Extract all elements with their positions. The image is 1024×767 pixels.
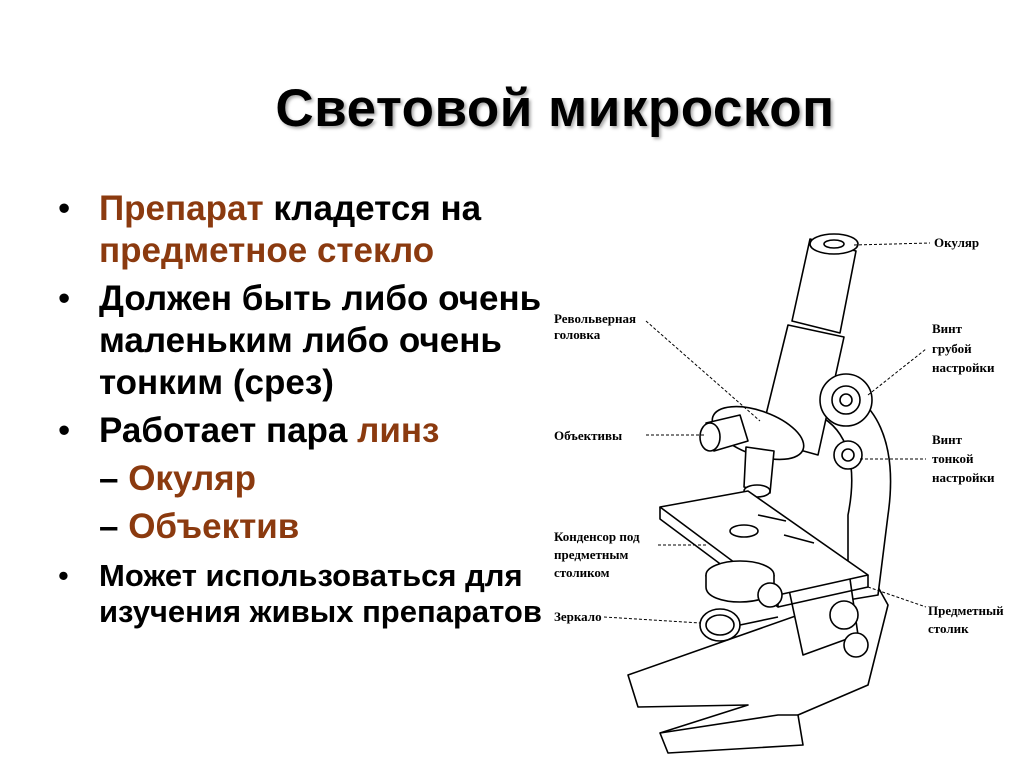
- label-fine-focus: Винт: [932, 432, 963, 447]
- bullet-text: кладется на: [263, 189, 482, 228]
- sub-bullet-item: – Окуляр: [58, 458, 558, 500]
- bullet-text: Должен быть либо очень маленьким либо оч…: [99, 279, 542, 402]
- bullet-text: Может использоваться для изучения живых …: [99, 558, 542, 629]
- label-condenser: столиком: [554, 565, 610, 580]
- bullet-item: • Должен быть либо очень маленьким либо …: [58, 278, 558, 404]
- label-objectives: Объективы: [554, 428, 622, 443]
- label-revolving-nosepiece: Револьверная: [554, 311, 636, 326]
- highlight-term: Окуляр: [128, 459, 256, 498]
- label-fine-focus: тонкой: [932, 451, 974, 466]
- highlight-term: Препарат: [99, 189, 264, 228]
- bullet-dot: •: [58, 558, 69, 593]
- bullet-dot: •: [58, 279, 71, 318]
- label-coarse-focus: Винт: [932, 321, 963, 336]
- highlight-term: линз: [357, 411, 440, 450]
- label-coarse-focus: настройки: [932, 360, 995, 375]
- highlight-term: предметное стекло: [99, 231, 435, 270]
- bullet-item: • Может использоваться для изучения живы…: [58, 558, 558, 630]
- highlight-term: Объектив: [128, 507, 300, 546]
- slide-title: Световой микроскоп: [275, 79, 835, 138]
- label-revolving-nosepiece: головка: [554, 327, 601, 342]
- label-fine-focus: настройки: [932, 470, 995, 485]
- label-condenser: предметным: [554, 547, 629, 562]
- label-eyepiece: Окуляр: [934, 235, 979, 250]
- sub-dash: –: [99, 459, 129, 498]
- microscope-diagram: Окуляр Револьверная головка Объективы Ви…: [554, 233, 1004, 754]
- bullet-item: • Препарат кладется на предметное стекло: [58, 188, 558, 272]
- bullet-list: • Препарат кладется на предметное стекло…: [58, 188, 558, 630]
- sub-bullet-item: – Объектив: [58, 506, 558, 548]
- label-mirror: Зеркало: [554, 609, 602, 624]
- label-coarse-focus: грубой: [932, 341, 972, 356]
- bullet-dot: •: [58, 411, 71, 450]
- bullet-item: • Работает пара линз: [58, 410, 558, 452]
- bullet-text: Работает пара: [99, 411, 358, 450]
- label-condenser: Конденсор под: [554, 529, 640, 544]
- sub-dash: –: [99, 507, 129, 546]
- bullet-dot: •: [58, 189, 71, 228]
- label-stage: Предметный: [928, 603, 1004, 618]
- label-stage: столик: [928, 621, 969, 636]
